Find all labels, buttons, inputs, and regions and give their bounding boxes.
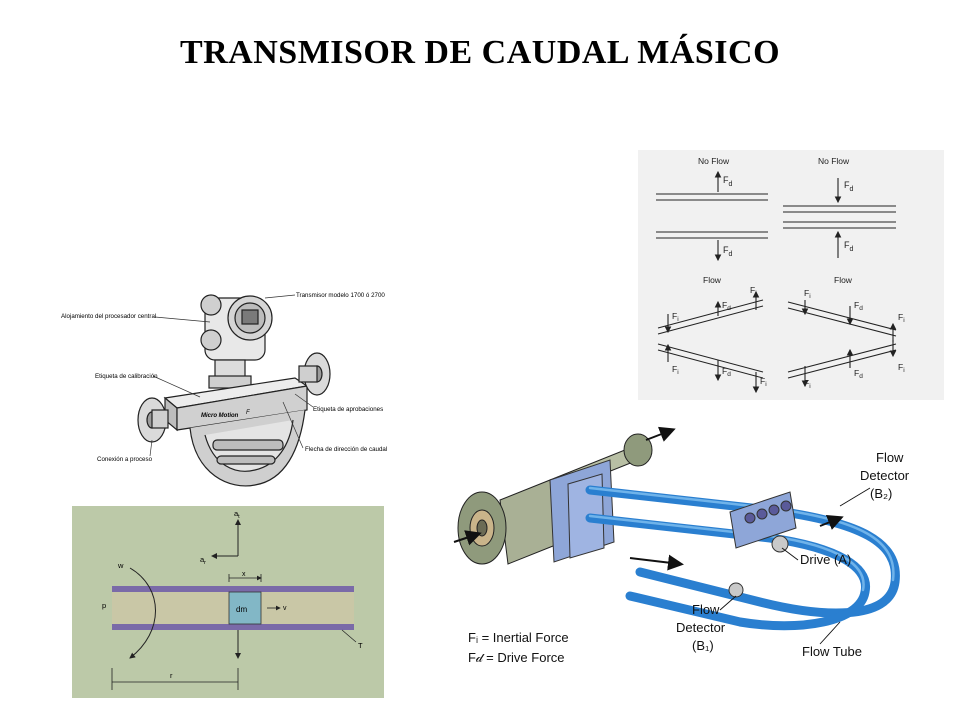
fd-label: Fd (723, 175, 733, 188)
at-label: at (234, 509, 240, 520)
drive-label: Drive (A) (800, 552, 851, 567)
flow-meter-illustration: Micro Motion F Transmisor modelo 1700 ó … (55, 270, 400, 495)
fluid-element-dm (228, 591, 262, 625)
fluid-element-diagram: dm at ar x v w p T r (72, 506, 384, 698)
sensor-body (163, 377, 309, 487)
no-flow-left-label: No Flow (698, 156, 730, 166)
x-dimension (228, 574, 262, 582)
flow-force-arrows (664, 290, 897, 394)
pipe-wall-top (112, 586, 354, 592)
label-transmitter: Transmisor modelo 1700 ó 2700 (296, 292, 385, 299)
v-label: v (283, 605, 287, 612)
coriolis-drawing: No Flow No Flow Flow Flow Fd Fd Fd Fd (656, 156, 905, 394)
flow-tubes (657, 299, 897, 379)
legend-drive-force: F𝒹 = Drive Force (468, 650, 565, 665)
legend-inertial-force: Fᵢ = Inertial Force (468, 630, 569, 645)
drive-force-arrows (714, 170, 842, 262)
svg-text:Fi: Fi (898, 312, 905, 324)
no-flow-tubes (656, 193, 896, 239)
svg-text:Fi: Fi (898, 362, 905, 374)
svg-text:Fi: Fi (760, 376, 767, 388)
flow-meter-drawing: Micro Motion F Transmisor modelo 1700 ó … (61, 292, 387, 487)
rotation-arc (129, 567, 156, 659)
svg-text:Fi: Fi (672, 311, 679, 323)
flow-force-labels: Fi Fi Fd Fd Fi Fi Fi Fi Fd Fd Fi Fi (672, 285, 905, 390)
flow-left-label: Flow (703, 275, 722, 285)
pipe-wall-bottom (112, 624, 354, 630)
label-leaders (719, 487, 871, 645)
page-title: TRANSMISOR DE CAUDAL MÁSICO (179, 34, 781, 71)
label-calibration: Etiqueta de calibración (95, 373, 158, 380)
transmitter-head (200, 294, 273, 389)
flow-detector-b2-line2: Detector (860, 468, 910, 483)
label-process-connection: Conexión a proceso (97, 456, 153, 463)
label-core-housing: Alojamiento del procesador central (61, 313, 156, 320)
fluid-element-drawing: dm at ar x v w p T r (102, 509, 363, 690)
no-flow-right-label: No Flow (818, 156, 850, 166)
label-approvals: Etiqueta de aprobaciones (313, 406, 383, 413)
r-dimension (111, 668, 239, 690)
svg-text:Fi: Fi (672, 364, 679, 376)
brand-text: Micro Motion (201, 413, 239, 419)
flow-detector-b2-line3: (B₂) (870, 486, 892, 501)
flow-tube-drawing: Flow Detector (B₂) Drive (A) Flow Detect… (453, 426, 910, 665)
fd-label: Fd (723, 245, 733, 258)
flow-right-label: Flow (834, 275, 853, 285)
drive-bracket (728, 491, 797, 598)
flow-detector-b1-line1: Flow (692, 602, 720, 617)
svg-text:Fi: Fi (804, 288, 811, 300)
svg-text:Fd: Fd (854, 368, 863, 380)
flow-direction-arrows (453, 426, 844, 571)
T-label: T (358, 641, 363, 650)
p-label: p (102, 601, 106, 610)
flow-tube-assembly: Flow Detector (B₂) Drive (A) Flow Detect… (440, 422, 928, 684)
fd-label: Fd (844, 240, 854, 253)
w-label: w (117, 561, 124, 570)
ar-label: ar (200, 555, 206, 566)
svg-text:Fi: Fi (750, 285, 757, 297)
T-leader (341, 629, 357, 643)
flow-tube-label: Flow Tube (802, 644, 862, 659)
svg-text:Fd: Fd (722, 366, 731, 378)
flow-detector-b2-line1: Flow (876, 450, 904, 465)
svg-text:Fi: Fi (804, 378, 811, 390)
brand-model: F (246, 410, 250, 416)
flow-detector-b1-line2: Detector (676, 620, 726, 635)
r-label: r (170, 671, 173, 680)
fd-label: Fd (844, 180, 854, 193)
dm-label: dm (236, 605, 247, 614)
coriolis-force-diagram: No Flow No Flow Flow Flow Fd Fd Fd Fd (638, 150, 944, 400)
acceleration-axes (211, 519, 241, 559)
support-brackets (549, 459, 615, 563)
label-flow-arrow: Flecha de dirección de caudal (305, 446, 387, 453)
leader-lines (149, 294, 314, 457)
x-label: x (242, 571, 246, 578)
svg-text:Fd: Fd (854, 300, 863, 312)
svg-text:Fd: Fd (722, 300, 731, 312)
flow-detector-b1-line3: (B₁) (692, 638, 714, 653)
